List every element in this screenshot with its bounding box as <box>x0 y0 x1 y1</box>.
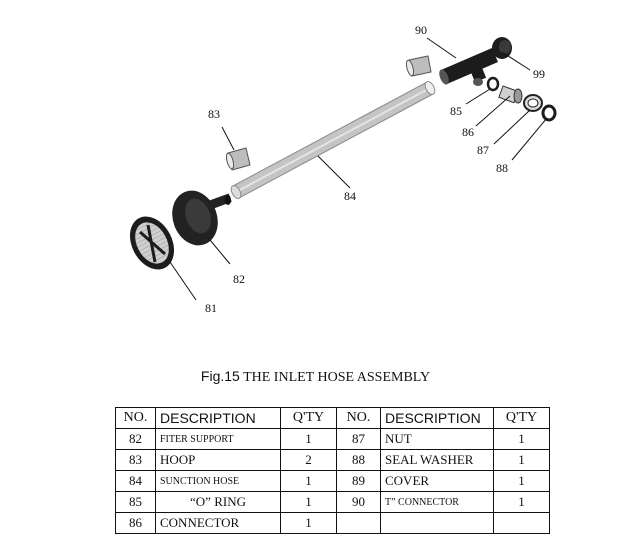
callout-86: 86 <box>462 125 474 139</box>
hoop-part-right <box>405 55 432 77</box>
cell-description: SUNCTION HOSE <box>155 470 281 492</box>
table-row: 83 HOOP 2 88 SEAL WASHER 1 <box>115 449 550 471</box>
cell-description: HOOP <box>155 449 281 471</box>
callout-90: 90 <box>415 23 427 37</box>
callout-82: 82 <box>233 272 245 286</box>
cell-qty: 1 <box>493 470 550 492</box>
figure-caption: Fig.15 THE INLET HOSE ASSEMBLY <box>0 368 631 386</box>
cover-part <box>492 37 512 59</box>
header-qty-right: Q'TY <box>493 407 550 429</box>
cell-no: 89 <box>336 470 381 492</box>
cell-description: CONNECTOR <box>155 512 281 534</box>
cell-qty: 1 <box>280 491 337 513</box>
figure-number: Fig.15 <box>200 368 240 384</box>
table-row: 82 FITER SUPPORT 1 87 NUT 1 <box>115 428 550 450</box>
table-row: 84 SUNCTION HOSE 1 89 COVER 1 <box>115 470 550 492</box>
cell-no: 83 <box>115 449 156 471</box>
hoop-part-upper <box>225 147 251 171</box>
table-row: 85 “O” RING 1 90 T” CONNECTOR 1 <box>115 491 550 513</box>
header-no-left: NO. <box>115 407 156 429</box>
cell-no <box>336 512 381 534</box>
header-no-right: NO. <box>336 407 381 429</box>
t-connector-part <box>439 48 498 86</box>
connector-part <box>498 85 523 104</box>
cell-description: FITER SUPPORT <box>155 428 281 450</box>
cell-description <box>380 512 494 534</box>
leader-lines <box>169 37 548 301</box>
table-row: 86 CONNECTOR 1 <box>115 512 550 534</box>
exploded-assembly-diagram: 81 82 83 84 85 86 87 88 99 90 <box>129 23 557 315</box>
cell-no: 88 <box>336 449 381 471</box>
callout-83: 83 <box>208 107 220 121</box>
cell-qty: 1 <box>280 512 337 534</box>
callout-85: 85 <box>450 104 462 118</box>
callout-87: 87 <box>477 143 489 157</box>
suction-hose-part <box>230 81 436 199</box>
cell-qty: 1 <box>493 491 550 513</box>
cell-qty: 1 <box>493 449 550 471</box>
callout-88: 88 <box>496 161 508 175</box>
header-qty-left: Q'TY <box>280 407 337 429</box>
filter-support-part <box>172 190 232 246</box>
figure-title: THE INLET HOSE ASSEMBLY <box>243 370 431 385</box>
cell-no: 87 <box>336 428 381 450</box>
filter-cover-part <box>129 216 175 270</box>
cell-qty: 1 <box>280 428 337 450</box>
cell-no: 84 <box>115 470 156 492</box>
header-description-left: DESCRIPTION <box>155 407 281 429</box>
cell-no: 82 <box>115 428 156 450</box>
cell-no: 86 <box>115 512 156 534</box>
parts-table: NO. DESCRIPTION Q'TY NO. DESCRIPTION Q'T… <box>115 407 550 534</box>
header-description-right: DESCRIPTION <box>380 407 494 429</box>
callout-99: 99 <box>533 67 545 81</box>
seal-washer-part <box>541 104 557 122</box>
cell-no: 85 <box>115 491 156 513</box>
callout-84: 84 <box>344 189 356 203</box>
cell-no: 90 <box>336 491 381 513</box>
cell-description: “O” RING <box>155 491 281 513</box>
cell-description: NUT <box>380 428 494 450</box>
cell-qty: 2 <box>280 449 337 471</box>
cell-qty: 1 <box>280 470 337 492</box>
cell-description: T” CONNECTOR <box>380 491 494 513</box>
cell-qty: 1 <box>493 428 550 450</box>
nut-part <box>523 94 543 112</box>
table-header-row: NO. DESCRIPTION Q'TY NO. DESCRIPTION Q'T… <box>115 407 550 429</box>
cell-qty <box>493 512 550 534</box>
cell-description: SEAL WASHER <box>380 449 494 471</box>
cell-description: COVER <box>380 470 494 492</box>
callout-81: 81 <box>205 301 217 315</box>
o-ring-part <box>486 76 500 92</box>
